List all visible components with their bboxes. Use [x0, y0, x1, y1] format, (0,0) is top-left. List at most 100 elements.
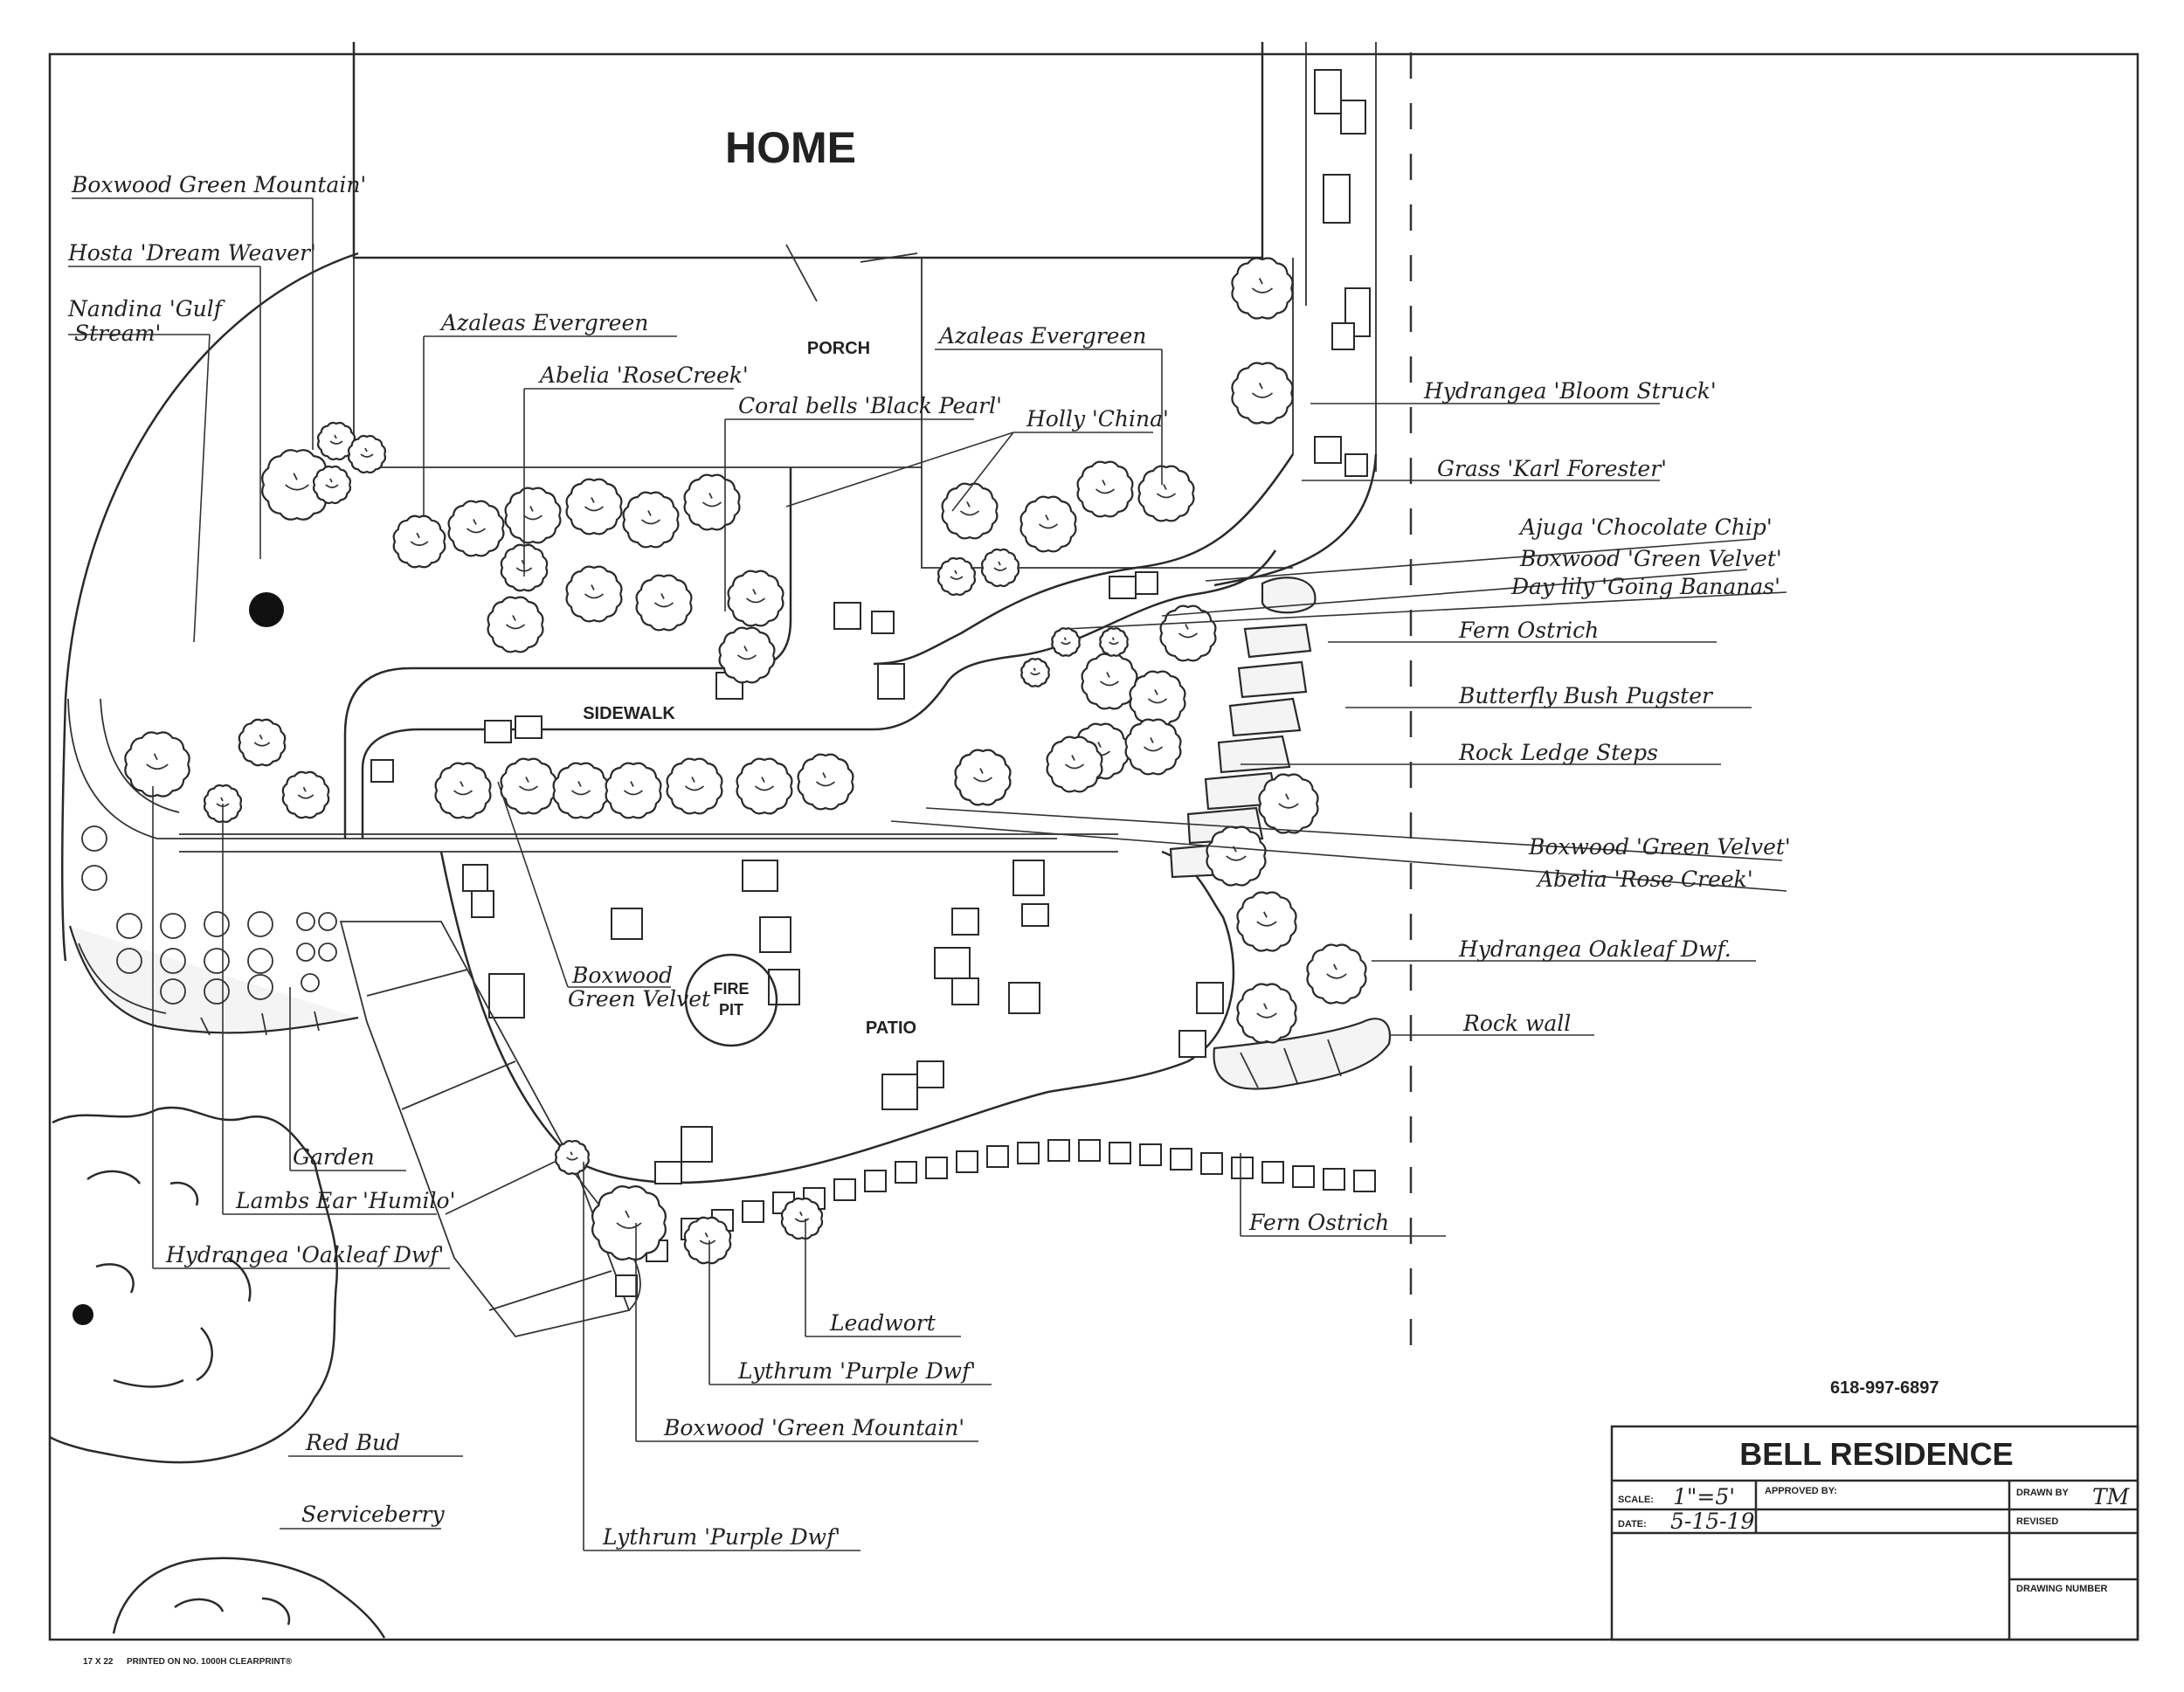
label-nandina-line1: Nandina 'Gulf: [67, 296, 225, 321]
patio-outline: [439, 850, 1235, 1184]
shrub-symbol: [980, 548, 1020, 588]
label-abelia-rose-creek: Abelia 'Rose Creek': [1536, 867, 1753, 892]
shrub-detail: [1326, 963, 1347, 979]
label-lambs-ear: Lambs Ear 'Humilo': [235, 1188, 455, 1213]
label-boxwood-patio-line2: Green Velvet: [568, 986, 711, 1012]
sidewalk-edge-3: [873, 453, 1295, 666]
shrub-symbol: [504, 487, 562, 544]
title-block: [1610, 1425, 2139, 1641]
left-rock-border-inner: [78, 943, 320, 1036]
shrub-symbol: [124, 731, 190, 798]
shrub-symbol: [1306, 943, 1367, 1005]
shrub-symbol: [1020, 658, 1050, 687]
label-hydrangea-oakleaf-right: Hydrangea Oakleaf Dwf.: [1458, 936, 1731, 962]
home-outline: [352, 42, 1264, 259]
label-boxwood-green-velvet-2: Boxwood 'Green Velvet': [1528, 834, 1791, 860]
shrub-symbol: [565, 478, 623, 535]
label-fern-ostrich-2: Fern Ostrich: [1248, 1210, 1389, 1235]
shrub-detail: [1095, 480, 1116, 494]
phone-number: 618-997-6897: [1830, 1378, 1939, 1398]
shrub-symbol: [1046, 736, 1103, 793]
shrub-detail: [959, 501, 980, 516]
sidewalk-label: SIDEWALK: [583, 704, 675, 723]
patio-edge-row: [179, 833, 1118, 853]
shrub-symbol: [1159, 604, 1217, 662]
shrub-detail: [584, 497, 605, 512]
fire-pit-label-2: PIT: [719, 1001, 743, 1019]
shrub-symbol: [1236, 891, 1297, 952]
shrub-symbol: [683, 1216, 732, 1265]
shrub-symbol: [1099, 627, 1129, 657]
shrub-symbol: [666, 757, 723, 815]
sidewalk-edge-2: [361, 549, 1277, 839]
shrub-detail: [754, 777, 775, 791]
shrub-symbol: [1051, 627, 1081, 657]
label-leadwort: Leadwort: [829, 1310, 936, 1336]
shrub-detail: [1143, 737, 1164, 752]
shrub-symbol: [1081, 653, 1138, 710]
patio-border-pavers: [615, 1139, 1376, 1297]
shrub-symbol: [718, 626, 776, 684]
shrub-detail: [616, 1210, 642, 1229]
shrub-detail: [1256, 1003, 1277, 1019]
shrub-symbol: [392, 515, 446, 569]
red-bud-tree: [49, 1106, 338, 1464]
driveway-pads: [1305, 42, 1377, 477]
stone-walk: [339, 921, 631, 1338]
shrub-symbol: [434, 762, 492, 819]
shrub-symbol: [941, 482, 999, 540]
shrub-detail: [570, 781, 591, 796]
shrub-symbol: [683, 473, 741, 531]
shrub-detail: [1099, 672, 1120, 687]
rock-wall: [1213, 1018, 1392, 1090]
shrub-detail: [453, 781, 473, 796]
shrub-symbol: [1124, 718, 1182, 776]
drawn-by-label: DRAWN BY: [2016, 1488, 2070, 1498]
shrub-symbol: [555, 1140, 590, 1175]
shrub-symbol: [238, 718, 287, 767]
shrub-detail: [1061, 637, 1071, 646]
label-hydrangea-oakleaf-left: Hydrangea 'Oakleaf Dwf': [165, 1242, 444, 1267]
label-holly-china: Holly 'China': [1026, 406, 1169, 432]
leader-lines: [68, 197, 1787, 1551]
shrub-symbol: [1137, 465, 1195, 522]
shrub-detail: [640, 510, 661, 525]
shrub-detail: [702, 493, 722, 508]
shrub-detail: [1178, 624, 1199, 639]
shrub-symbol: [1019, 495, 1077, 553]
shrub-detail: [253, 734, 271, 747]
shrub-symbol: [552, 762, 610, 819]
approved-label: APPROVED BY:: [1765, 1486, 1837, 1496]
shrub-detail: [623, 781, 644, 796]
label-lythrum-2: Lythrum 'Purple Dwf': [602, 1524, 840, 1550]
shrub-symbol: [500, 757, 557, 815]
label-rock-ledge-steps: Rock Ledge Steps: [1458, 740, 1658, 765]
label-ajuga: Ajuga 'Chocolate Chip': [1518, 515, 1773, 540]
shrub-detail: [1251, 383, 1274, 398]
shrub-detail: [1030, 667, 1040, 676]
label-butterfly-bush: Butterfly Bush Pugster: [1458, 683, 1714, 708]
date-value: 5-15-19: [1670, 1509, 1755, 1534]
label-day-lily: Day lily 'Going Bananas': [1510, 574, 1780, 599]
garden-bed: [81, 825, 337, 1005]
shrub-symbol: [1258, 773, 1319, 834]
shrub-detail: [972, 768, 993, 783]
home-label: HOME: [725, 123, 856, 172]
shrub-detail: [1064, 755, 1085, 770]
shrub-detail: [566, 1151, 578, 1161]
curb-stones-left: [67, 698, 1057, 839]
fire-pit-label-1: FIRE: [713, 980, 749, 998]
shrub-detail: [993, 561, 1007, 571]
label-rock-wall: Rock wall: [1462, 1011, 1571, 1036]
shrub-symbol: [447, 500, 505, 557]
shrub-symbol: [1231, 362, 1294, 425]
shrub-detail: [297, 786, 314, 799]
serviceberry-tree: [112, 1557, 386, 1639]
shrub-detail: [522, 506, 543, 521]
shrub-detail: [684, 777, 705, 791]
paper-size-note: 17 X 22: [83, 1657, 114, 1667]
shrub-symbol: [591, 1185, 667, 1260]
shrub-detail: [1038, 515, 1059, 529]
shrub-detail: [1251, 278, 1274, 294]
label-boxwood-patio-line1: Boxwood: [571, 963, 673, 988]
